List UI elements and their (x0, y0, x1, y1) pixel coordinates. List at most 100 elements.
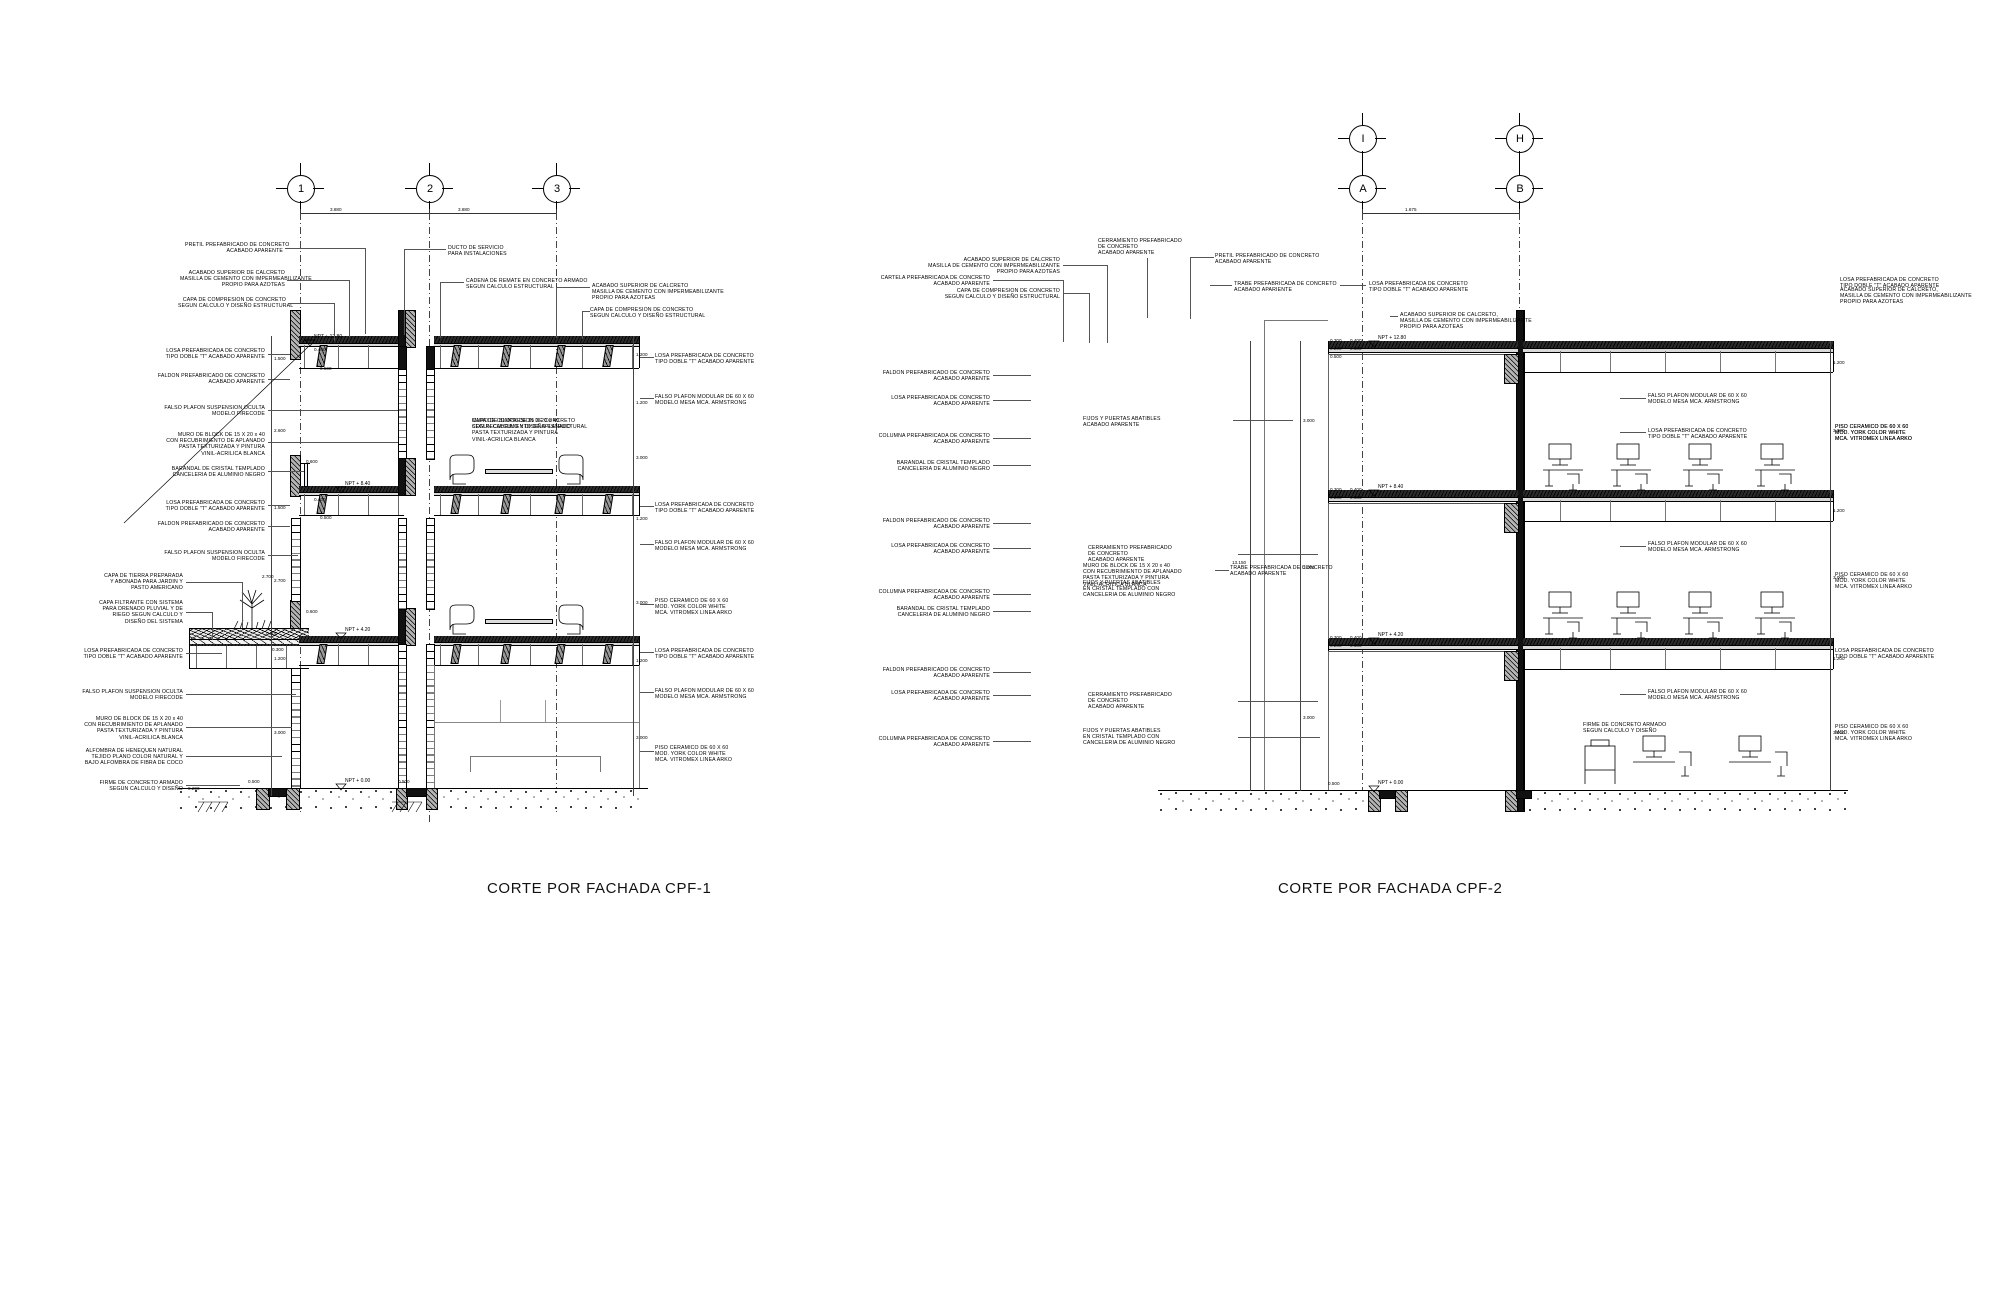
grid-bubble-1[interactable]: 1 (287, 175, 315, 203)
label-muro-block-2: MURO DE BLOCK DE 15 X 20 x 40 CON RECUBR… (84, 716, 183, 741)
toilet-fixture (449, 454, 475, 485)
label-piso-r1: PISO CERAMICO DE 60 X 60 MOD. YORK COLOR… (1835, 424, 1913, 443)
block-wall-ground (398, 644, 407, 791)
vdim: 1.200 (1833, 508, 1845, 513)
grid-bubble-label: B (1516, 183, 1524, 195)
label-piso-right-2: PISO CERAMICO DE 60 X 60 MOD. YORK COLOR… (655, 745, 733, 764)
ground-anchor-symbol (197, 801, 229, 813)
label-fijos-3: FIJOS Y PUERTAS ABATIBLES EN CRISTAL TEM… (1083, 728, 1176, 747)
vdim: 3.000 (1303, 418, 1315, 423)
label-piso-r2: PISO CERAMICO DE 60 X 60 MOD. YORK COLOR… (1835, 572, 1913, 591)
grid-bubble-label: 1 (297, 183, 305, 195)
grid-bubble-I[interactable]: I (1349, 125, 1377, 153)
label-pretil-2: PRETIL PREFABRICADO DE CONCRETO ACABADO … (1215, 253, 1320, 266)
grid-bubble-H[interactable]: H (1506, 125, 1534, 153)
label-capa-compresion: CAPA DE COMPRESION DE CONCRETO SEGUN CAL… (178, 297, 294, 310)
vdim: 2.600 (274, 428, 286, 433)
section-title-cpf-2: CORTE POR FACHADA CPF-2 (1278, 880, 1503, 897)
label-faldon-5: FALDON PREFABRICADO DE CONCRETO ACABADO … (882, 667, 990, 680)
vdim: 0.200 (1330, 495, 1342, 500)
vdim: 1.200 (1833, 656, 1845, 661)
label-cerramiento-top: CERRAMIENTO PREFABRICADO DE CONCRETO ACA… (1098, 238, 1182, 257)
label-ducto: DUCTO DE SERVICIO PARA INSTALACIONES (448, 245, 507, 258)
grid-bubble-label: H (1516, 133, 1524, 145)
parapet-wall (290, 310, 301, 360)
grid-dim-A-B: 1.675 (1405, 207, 1417, 212)
label-barandal-1: BARANDAL DE CRISTAL TEMPLADO CANCELERIA … (171, 466, 265, 479)
label-capa-tierra: CAPA DE TIERRA PREPARADA Y ABONADA PARA … (104, 573, 183, 592)
label-columna-2: COLUMNA PREFABRICADA DE CONCRETO ACABADO… (878, 589, 990, 602)
vdim: 0.600 (306, 609, 318, 614)
level-marker-roof: NPT + 12.80 (314, 334, 343, 340)
vdim: 0.300 (272, 647, 284, 652)
label-losa-prefab-3: LOSA PREFABRICADA DE CONCRETO TIPO DOBLE… (83, 648, 183, 661)
level-marker-0-2: NPT + 0.00 (1378, 780, 1404, 786)
vdim: 0.400 (1350, 635, 1362, 640)
vdim: 1.500 (274, 356, 286, 361)
vdim: 0.300 (1330, 635, 1342, 640)
grid-dim-2-3: 3.880 (458, 207, 470, 212)
level-marker-2: NPT + 4.20 (345, 627, 371, 633)
vdim: 0.500 (1328, 781, 1340, 786)
grid-bubble-2[interactable]: 2 (416, 175, 444, 203)
label-falso-plafon-1: FALSO PLAFON SUSPENSION OCULTA MODELO FI… (164, 405, 265, 418)
vdim: 0.600 (1350, 643, 1362, 648)
ground-fill (1158, 790, 1368, 812)
label-losa-right-2: LOSA PREFABRICADA DE CONCRETO TIPO DOBLE… (655, 502, 755, 515)
vdim: 0.500 (398, 779, 410, 784)
vdim: 3.000 (1833, 428, 1845, 433)
vdim: 0.200 (1330, 346, 1342, 351)
plant-icon (233, 589, 272, 630)
vdim: 0.400 (1350, 338, 1362, 343)
label-trabe-prefab: TRABE PREFABRICADA DE CONCRETO ACABADO A… (1234, 281, 1337, 294)
label-losa-top-r: LOSA PREFABRICADA DE CONCRETO TIPO DOBLE… (1840, 277, 1940, 290)
footing (256, 788, 270, 810)
grid-bubble-label: 2 (426, 183, 434, 195)
ground-floor-furniture (1584, 735, 1788, 784)
label-faldon-2: FALDON PREFABRICADO DE CONCRETO ACABADO … (157, 521, 265, 534)
vdim: 0.600 (1350, 495, 1362, 500)
vdim: 0.300 (266, 631, 278, 636)
label-muro-block-3: CAPA DE COMPRESION DE CONCRETO SEGUN CAL… (472, 418, 588, 431)
vdim: 2.700 (274, 578, 286, 583)
label-firme-concreto: FIRME DE CONCRETO ARMADO SEGUN CALCULO Y… (99, 780, 183, 793)
vdim: 3.000 (636, 455, 648, 460)
garden-soil-layer (189, 628, 309, 640)
grid-dim-1-2: 3.880 (330, 207, 342, 212)
vdim: 0.200 (1330, 643, 1342, 648)
label-plafon-right-1: FALSO PLAFON MODULAR DE 60 X 60 MODELO M… (655, 394, 754, 407)
label-falso-plafon-3: FALSO PLAFON SUSPENSION OCULTA MODELO FI… (82, 689, 183, 702)
label-losa-ap-2: LOSA PREFABRICADA DE CONCRETO ACABADO AP… (891, 543, 990, 556)
vdim: 3.000 (1833, 575, 1845, 580)
trabe-prefab (1504, 354, 1519, 384)
level-marker-0: NPT + 0.00 (345, 778, 371, 784)
level-marker-roof-2: NPT + 12.80 (1378, 335, 1407, 341)
label-piso-right-1: PISO CERAMICO DE 60 X 60 MOD. YORK COLOR… (655, 598, 733, 617)
level-marker-3: NPT + 8.40 (345, 481, 371, 487)
label-alfombra: ALFOMBRA DE HENEQUEN NATURAL TEJIDO PLAN… (84, 748, 183, 767)
vdim-total: 13.150 (1232, 560, 1247, 565)
grid-bubble-3[interactable]: 3 (543, 175, 571, 203)
label-firme-2: FIRME DE CONCRETO ARMADO SEGUN CALCULO Y… (1583, 722, 1667, 735)
level-marker-3-2: NPT + 8.40 (1378, 484, 1404, 490)
grid-bubble-B[interactable]: B (1506, 175, 1534, 203)
label-falso-plafon-2: FALSO PLAFON SUSPENSION OCULTA MODELO FI… (164, 550, 265, 563)
section-title-cpf-1: CORTE POR FACHADA CPF-1 (487, 880, 712, 897)
grid-bubble-A[interactable]: A (1349, 175, 1377, 203)
vdim: 3.000 (274, 730, 286, 735)
label-piso-r1b: PISO CERAMICO DE 60 X 60 MOD. YORK COLOR… (1835, 424, 1913, 443)
label-plafon-right-3: FALSO PLAFON MODULAR DE 60 X 60 MODELO M… (655, 688, 754, 701)
vdim: 1.200 (636, 400, 648, 405)
roof-slab-topping (1328, 341, 1518, 348)
grid-axis-A (1362, 213, 1363, 813)
label-losa-ap-3: LOSA PREFABRICADA DE CONCRETO ACABADO AP… (891, 690, 990, 703)
label-fijos-1: FIJOS Y PUERTAS ABATIBLES ACABADO APAREN… (1083, 416, 1161, 429)
label-acabado-calcreto-2: ACABADO SUPERIOR DE CALCRETO MASILLA DE … (592, 283, 724, 302)
label-plafon-r1: FALSO PLAFON MODULAR DE 60 X 60 MODELO M… (1648, 393, 1747, 406)
roof-slab-topping (299, 336, 404, 343)
precast-column (1516, 310, 1525, 812)
vdim: 1.200 (274, 656, 286, 661)
label-fijos-2: FIJOS Y PUERTAS ABATIBLES EN CRISTAL TEM… (1083, 580, 1176, 599)
vdim: 0.400 (314, 347, 326, 352)
